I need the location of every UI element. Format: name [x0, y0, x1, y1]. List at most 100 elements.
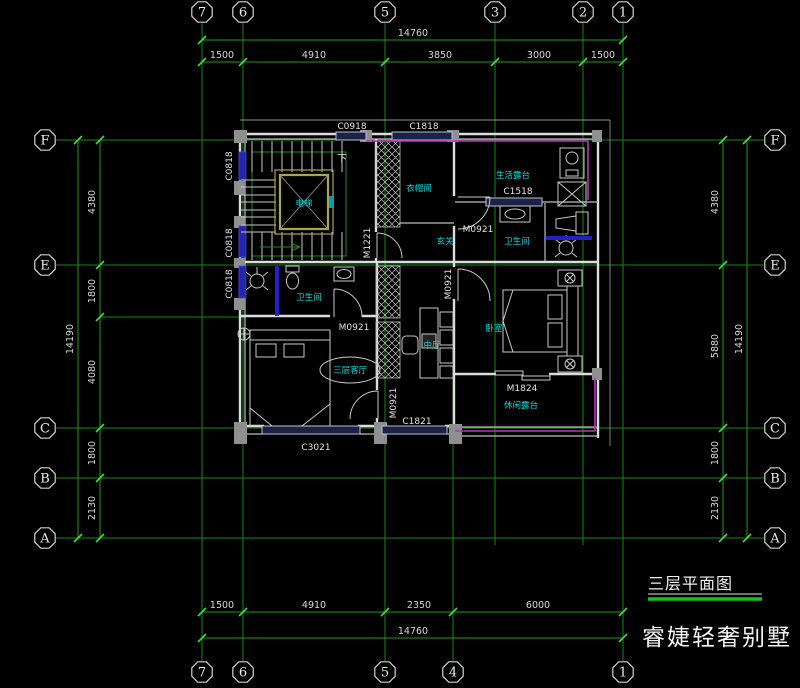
- dim-bottom-seg-4: 6000: [526, 600, 550, 611]
- axis-bubble-right-C: C: [770, 422, 780, 437]
- dim-right-seg-2: 5880: [710, 334, 721, 358]
- room-label-elevator: 电梯: [295, 198, 313, 209]
- axis-bubble-top-3: 3: [491, 6, 499, 21]
- label-c1518: C1518: [503, 187, 532, 197]
- axis-bubble-right-B: B: [770, 472, 780, 487]
- railings: [366, 140, 596, 432]
- dim-top-seg-5: 1500: [591, 50, 615, 61]
- chair: [401, 335, 419, 355]
- flue-box-icon: [557, 181, 587, 207]
- label-c0818-mid: C0818: [225, 228, 235, 257]
- axis-bubble-bottom-1: 1: [619, 666, 627, 681]
- shower-head-icon: [245, 267, 269, 291]
- axis-bubble-top-7: 7: [198, 6, 206, 21]
- dimension-lines: [73, 35, 752, 643]
- room-label-hall: 中厅: [423, 340, 441, 351]
- window-c1518: [485, 197, 543, 207]
- stair-down-label: 下: [337, 154, 347, 165]
- shelf: [439, 365, 454, 379]
- axis-bubble-bottom-4: 4: [449, 666, 457, 681]
- desk: [419, 307, 439, 379]
- window-c1818: [391, 131, 453, 141]
- window-c1821: [381, 425, 448, 435]
- room-label-bath-right: 卫生间: [504, 236, 530, 247]
- axis-bubble-left-C: C: [40, 422, 50, 437]
- dim-left-seg-1: 4380: [87, 190, 98, 214]
- dim-bottom-seg-1: 1500: [210, 600, 234, 611]
- doors: [333, 196, 551, 420]
- label-m0921-bedroom-left: M0921: [389, 388, 399, 419]
- opening-labels: C0918 C1818 C1518 C0818 C0818 C0818 M122…: [225, 122, 538, 453]
- axis-bubbles: 7 6 5 3 2 1 7 6 5 4 1 F E C B A F E C B …: [34, 1, 786, 683]
- bed-headboard: [249, 329, 331, 341]
- dim-top-seg-4: 3000: [527, 50, 551, 61]
- lamp-icon: [564, 272, 576, 284]
- structural-columns: [234, 130, 602, 444]
- shower-glass-partition: [546, 236, 592, 240]
- axis-bubble-top-1: 1: [619, 6, 627, 21]
- dim-left-seg-4: 1800: [87, 441, 98, 465]
- dim-top-seg-1: 1500: [210, 50, 234, 61]
- label-c1818: C1818: [409, 122, 438, 132]
- study-desk-group: [401, 307, 454, 379]
- dim-top-total: 14760: [398, 28, 428, 39]
- axis-bubble-top-5: 5: [381, 6, 389, 21]
- axis-bubble-right-F: F: [770, 134, 779, 149]
- door-m1824-sliding: [494, 370, 551, 381]
- door-m0921-bath-right: [457, 196, 491, 230]
- lamp-icon: [564, 358, 576, 370]
- axis-bubble-left-A: A: [39, 532, 50, 547]
- toilet-icon: [285, 265, 300, 290]
- project-title: 睿婕轻奢别墅: [642, 625, 792, 651]
- blanket-fold: [249, 403, 331, 427]
- basin-icon: [499, 205, 531, 223]
- label-m0921-bedroom-right: M0921: [444, 269, 454, 300]
- pillow: [547, 294, 563, 320]
- label-m1824: M1824: [507, 384, 538, 394]
- axis-bubble-bottom-7: 7: [198, 666, 206, 681]
- axis-bubble-left-B: B: [40, 472, 50, 487]
- balcony-fixtures: [557, 147, 587, 207]
- room-label-balcony-top: 生活露台: [496, 170, 530, 181]
- nightstand: [557, 269, 583, 287]
- shower-glass-partition: [275, 266, 279, 316]
- label-m0921-bath-right: M0921: [463, 225, 494, 235]
- drawing-title: 三层平面图: [648, 574, 733, 593]
- toilet-icon: [555, 211, 589, 235]
- bedroom-left-furniture: [237, 327, 381, 427]
- label-c0818-top: C0818: [225, 151, 235, 180]
- label-c3021: C3021: [301, 443, 330, 453]
- blanket-fold: [502, 289, 514, 353]
- roof-overhang-line: [240, 119, 611, 446]
- shelf: [439, 347, 454, 364]
- axis-bubble-right-E: E: [770, 259, 780, 274]
- room-tag-ellipse: [319, 356, 381, 384]
- hatched-wall-strips: [375, 140, 401, 379]
- axis-bubble-top-6: 6: [239, 6, 247, 21]
- dim-left-seg-2: 1800: [87, 279, 98, 303]
- dim-right-total: 14190: [734, 324, 745, 354]
- room-label-bedroom-left-tag: 三层客厅: [333, 365, 368, 376]
- dim-left-total: 14190: [65, 324, 76, 354]
- bathroom-left-fixtures: [245, 265, 355, 316]
- axis-bubble-left-E: E: [40, 259, 50, 274]
- door-m1221: [376, 232, 403, 259]
- dim-right-seg-3: 1800: [710, 441, 721, 465]
- shelf: [439, 329, 454, 346]
- nightstand: [557, 355, 583, 373]
- dim-left-seg-5: 2130: [87, 496, 98, 520]
- shelf: [439, 311, 454, 328]
- room-label-foyer: 玄关: [436, 236, 454, 247]
- bed: [502, 289, 568, 353]
- railing-top-balcony: [366, 140, 589, 200]
- label-m0921-bath-left: M0921: [339, 323, 370, 333]
- desk-monitor: [421, 333, 437, 349]
- title-block: 三层平面图 睿婕轻奢别墅: [642, 574, 792, 651]
- elevator: [274, 169, 334, 235]
- dim-bottom-seg-3: 2350: [407, 600, 431, 611]
- label-c1821: C1821: [402, 417, 431, 427]
- bed-headboard: [566, 285, 579, 357]
- pillow: [283, 343, 305, 358]
- ceiling-light-icon: [237, 327, 251, 341]
